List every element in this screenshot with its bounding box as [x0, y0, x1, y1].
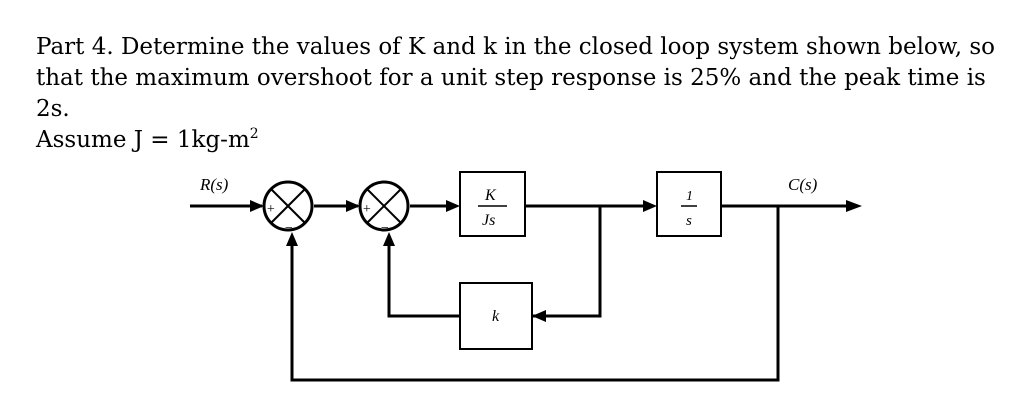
sum2-plus-sign: +: [362, 202, 371, 217]
input-label: R(s): [199, 175, 229, 194]
problem-line-2: that the maximum overshoot for a unit st…: [36, 65, 986, 122]
arrow-into-sum1: [250, 200, 264, 212]
inner-feedback-path: [532, 206, 602, 318]
outer-feedback-path: [290, 206, 780, 382]
problem-statement: Part 4. Determine the values of K and k …: [36, 32, 1016, 156]
inner-feedback-return: [387, 240, 460, 318]
sum2-minus-sign: −: [380, 221, 389, 236]
exponent: 2: [249, 126, 259, 142]
arrow-outer-feedback-up: [286, 232, 298, 246]
sum1-plus-sign: +: [266, 202, 275, 217]
block2-numerator: 1: [686, 189, 693, 204]
assumption-text: Assume J = 1kg-m: [36, 127, 250, 153]
arrow-inner-feedback-up: [383, 232, 395, 246]
sum1-minus-sign: −: [284, 221, 293, 236]
block-1-over-s: [656, 171, 722, 237]
arrow-into-block1: [446, 200, 460, 212]
problem-line-1: Part 4. Determine the values of K and k …: [36, 34, 996, 60]
block-K-over-Js: [459, 171, 526, 237]
arrow-into-block-k: [532, 310, 546, 322]
block1-denominator: Js: [482, 212, 495, 229]
arrow-into-sum2: [346, 200, 360, 212]
arrow-into-block2: [643, 200, 657, 212]
block1-numerator: K: [484, 187, 497, 204]
problem-line-3: Assume J = 1kg-m2: [36, 125, 1016, 156]
block2-denominator: s: [686, 213, 692, 229]
feedback-block-label: k: [492, 308, 500, 325]
output-label: C(s): [788, 175, 818, 194]
arrow-output: [846, 200, 862, 212]
